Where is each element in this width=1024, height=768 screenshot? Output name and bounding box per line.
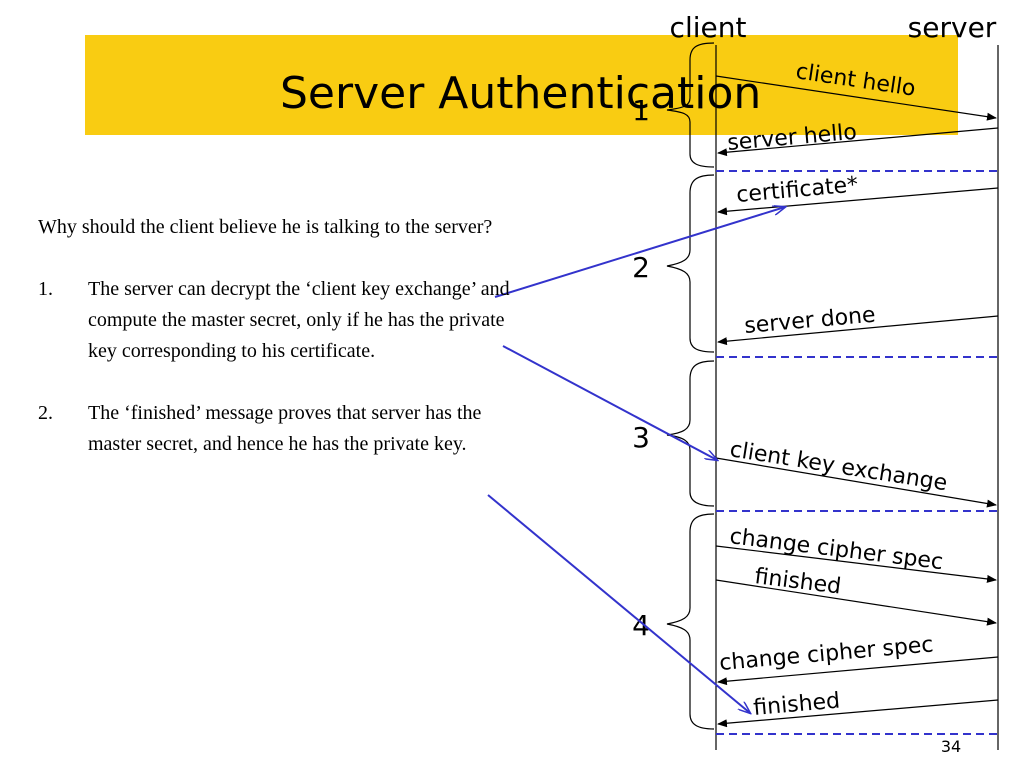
finished-server-label: finished <box>752 689 841 721</box>
change-cipher-spec-server-arrow <box>717 656 999 686</box>
phase-number: 2 <box>632 251 650 284</box>
phase-brace <box>666 42 715 168</box>
point-text: The ‘finished’ message proves that serve… <box>88 402 482 455</box>
finished-server-arrow <box>717 699 999 728</box>
phase-brace <box>666 360 715 507</box>
question-text: Why should the client believe he is talk… <box>38 216 493 238</box>
phase-brace <box>666 174 715 353</box>
client-hello-label: client hello <box>794 59 917 102</box>
point-number: 1. <box>38 278 53 300</box>
certificate-arrow <box>717 187 999 216</box>
slide-title: Server Authentication <box>280 68 762 119</box>
client-key-exchange-arrow <box>715 457 997 508</box>
point-number: 2. <box>38 402 53 424</box>
server-hello-arrow <box>717 127 999 157</box>
annotation-arrow-client-key-exchange <box>502 345 717 460</box>
title-band <box>85 35 958 135</box>
certificate-label: certificate* <box>735 172 859 208</box>
server-label: server <box>908 11 997 44</box>
point-1: 1. The server can decrypt the ‘client ke… <box>38 274 538 367</box>
phase-number: 4 <box>632 609 650 642</box>
page-number: 34 <box>941 737 961 756</box>
finished-client-arrow <box>715 579 997 626</box>
annotation-arrow-certificate <box>494 207 785 298</box>
point-text: The server can decrypt the ‘client key e… <box>88 278 510 362</box>
client-label: client <box>670 11 747 44</box>
body-text: Why should the client believe he is talk… <box>38 212 538 460</box>
annotation-arrow-finished <box>487 494 750 713</box>
client-key-exchange-label: client key exchange <box>728 437 949 496</box>
client-hello-arrow <box>715 75 997 121</box>
phase-number: 1 <box>632 94 650 127</box>
server-done-arrow <box>717 315 999 346</box>
phase-number: 3 <box>632 421 650 454</box>
phase-brace <box>666 513 715 730</box>
point-2: 2. The ‘finished’ message proves that se… <box>38 398 538 460</box>
server-hello-label: server hello <box>726 120 857 156</box>
change-cipher-spec-client-arrow <box>715 545 997 583</box>
finished-client-label: finished <box>753 564 842 599</box>
change-cipher-spec-server-label: change cipher spec <box>718 632 934 676</box>
